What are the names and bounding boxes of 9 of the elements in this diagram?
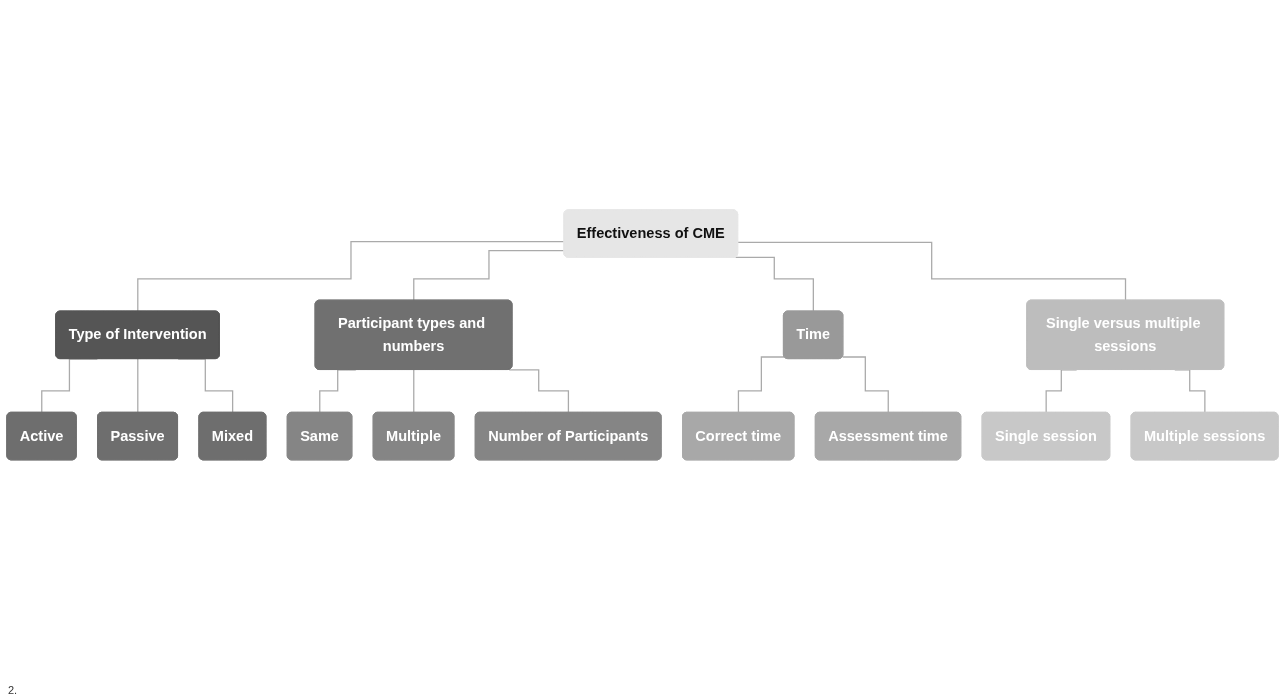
connector — [137, 241, 565, 313]
connector — [841, 356, 890, 414]
connector — [413, 369, 415, 414]
connector — [413, 250, 565, 302]
connector — [137, 358, 139, 414]
connector — [734, 257, 815, 313]
connector — [508, 369, 570, 414]
connector — [737, 241, 1127, 302]
note-text: 2. — [8, 684, 18, 696]
